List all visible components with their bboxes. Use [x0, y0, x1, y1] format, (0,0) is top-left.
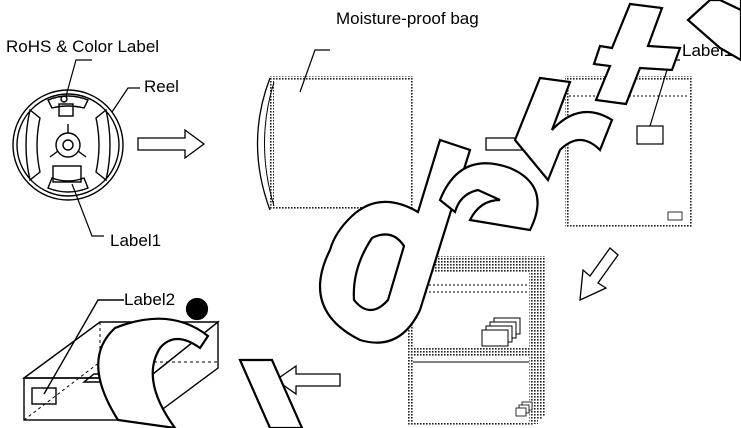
rohs-color-label-text: RoHS & Color Label [6, 37, 159, 56]
reel-drawing [12, 89, 124, 201]
stacked-bags-drawing [408, 256, 546, 426]
arrow-down-left [579, 247, 619, 302]
moisture-bag-drawing [256, 49, 414, 211]
arrow-right-1 [137, 128, 206, 160]
arrow-left [274, 364, 341, 396]
watermark [97, 0, 741, 428]
sealed-bag-drawing [565, 59, 693, 228]
reel-leaders [65, 59, 140, 237]
reel-text: Reel [144, 77, 179, 96]
reel-label1-text: Label1 [110, 231, 161, 250]
label2-text: Label2 [124, 290, 175, 309]
moisture-bag-text: Moisture-proof bag [336, 9, 479, 28]
